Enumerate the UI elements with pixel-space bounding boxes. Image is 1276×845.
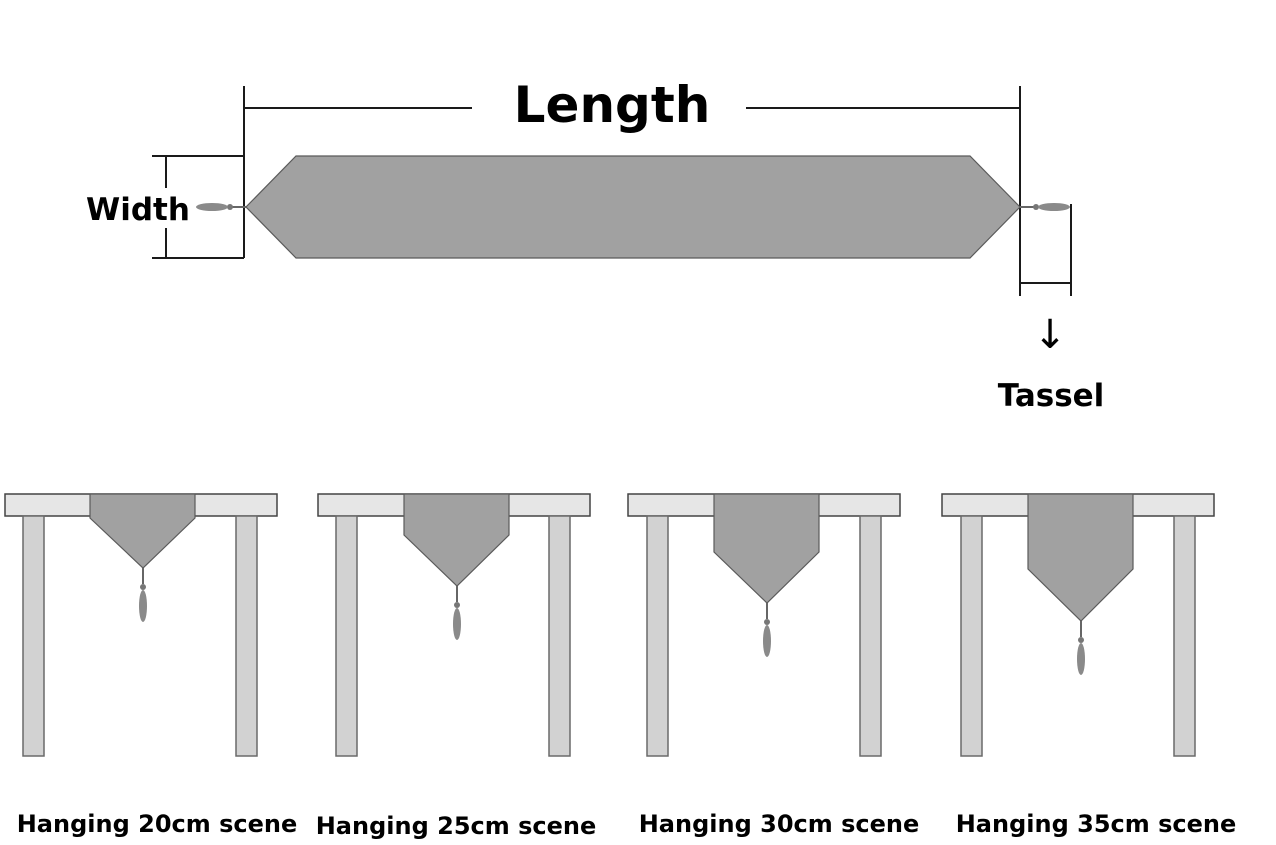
scene-3-runner-drop [713,493,820,604]
width-label: Width [86,192,190,228]
scene-2-right-leg [548,515,571,757]
right-tassel-icon [1020,203,1070,211]
scene-1-left-leg [22,515,45,757]
table-runner-shape [245,155,1021,259]
scene-3-label: Hanging 30cm scene [639,810,920,838]
scene-2: Hanging 25cm scene [316,493,597,840]
scene-1-runner-drop [89,493,196,569]
scene-4-label: Hanging 35cm scene [956,810,1237,838]
scene-3-left-leg [646,515,669,757]
left-tassel-icon [196,203,246,211]
scene-1: Hanging 20cm scene [4,493,298,838]
runner-dimension-group: Length Width ↓ Tassel [86,76,1104,414]
scene-4-left-leg [960,515,983,757]
scene-4-tassel-icon [1077,621,1085,675]
scene-2-label: Hanging 25cm scene [316,812,597,840]
scene-1-tassel-icon [139,568,147,622]
scene-2-runner-drop [403,493,510,587]
tassel-label: Tassel [998,378,1105,414]
tassel-down-arrow-icon: ↓ [1033,312,1067,358]
scene-3-tassel-icon [763,603,771,657]
scene-1-right-leg [235,515,258,757]
scene-1-label: Hanging 20cm scene [17,810,298,838]
length-label: Length [514,76,711,134]
scene-2-tassel-icon [453,586,461,640]
scene-2-left-leg [335,515,358,757]
scene-4: Hanging 35cm scene [941,493,1237,838]
scene-4-right-leg [1173,515,1196,757]
scene-3: Hanging 30cm scene [627,493,920,838]
scene-4-runner-drop [1027,493,1134,622]
scene-3-right-leg [859,515,882,757]
